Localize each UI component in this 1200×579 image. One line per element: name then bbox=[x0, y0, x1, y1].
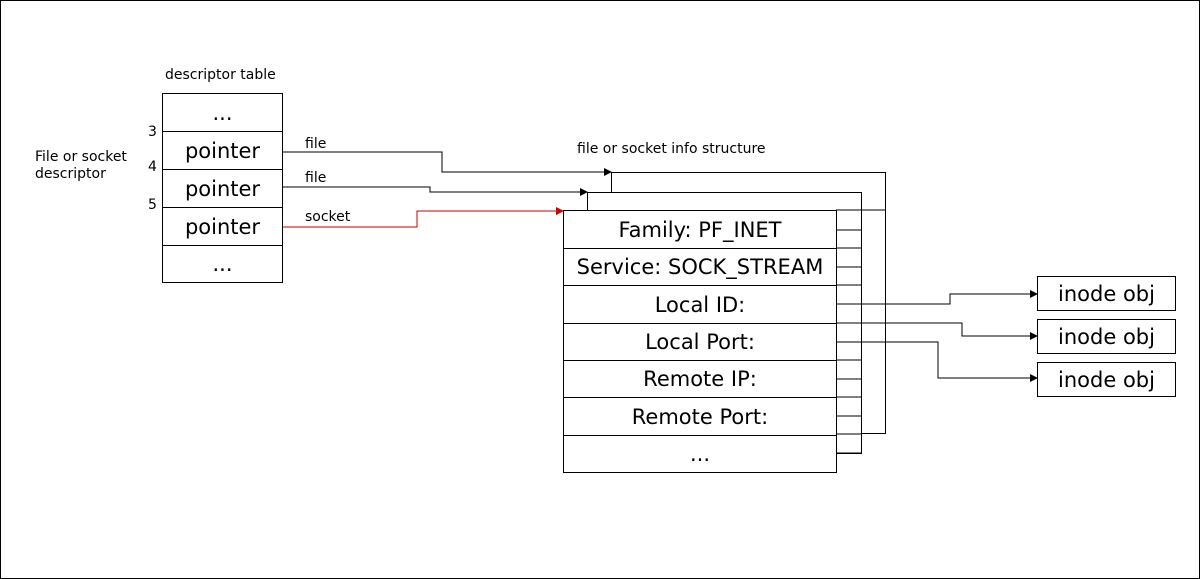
info-row-remote-port: Remote Port: bbox=[564, 398, 836, 436]
arrow-file-4 bbox=[269, 186, 588, 196]
arrow-inode-1 bbox=[886, 290, 1038, 305]
arrow-label-file-1: file bbox=[305, 136, 327, 152]
info-row-local-id: Local ID: bbox=[564, 286, 836, 324]
info-structure: Family: PF_INET Service: SOCK_STREAM Loc… bbox=[563, 210, 837, 473]
descriptor-row-pointer-5: pointer bbox=[163, 208, 282, 246]
inode-object-2: inode obj bbox=[1037, 319, 1176, 354]
info-row-service: Service: SOCK_STREAM bbox=[564, 249, 836, 286]
arrow-inode-3 bbox=[886, 341, 1038, 382]
info-row-family: Family: PF_INET bbox=[564, 211, 836, 249]
descriptor-table: ... pointer pointer pointer ... bbox=[162, 93, 283, 283]
descriptor-row-pointer-3: pointer bbox=[163, 132, 282, 170]
info-row-local-port: Local Port: bbox=[564, 324, 836, 361]
descriptor-row-pointer-4: pointer bbox=[163, 170, 282, 208]
arrow-label-socket: socket bbox=[305, 209, 351, 225]
descriptor-row-ellipsis-bottom: ... bbox=[212, 252, 233, 276]
index-label-4: 4 bbox=[148, 159, 157, 175]
arrow-inode-2 bbox=[862, 322, 1038, 340]
info-row-ellipsis: ... bbox=[689, 442, 711, 466]
inode-object-3: inode obj bbox=[1037, 362, 1176, 397]
index-label-3: 3 bbox=[148, 124, 157, 140]
stack-row-stubs bbox=[836, 209, 886, 454]
arrow-socket-5 bbox=[269, 207, 564, 228]
descriptor-table-label: descriptor table bbox=[165, 67, 276, 83]
inode-object-1: inode obj bbox=[1037, 276, 1176, 311]
index-label-5: 5 bbox=[148, 197, 157, 213]
info-row-remote-ip: Remote IP: bbox=[564, 361, 836, 398]
arrow-file-3 bbox=[269, 151, 612, 176]
descriptor-row-ellipsis-top: ... bbox=[163, 94, 282, 132]
info-structure-label: file or socket info structure bbox=[577, 141, 766, 157]
descriptor-caption: File or socket descriptor bbox=[35, 149, 127, 182]
arrow-label-file-2: file bbox=[305, 170, 327, 186]
